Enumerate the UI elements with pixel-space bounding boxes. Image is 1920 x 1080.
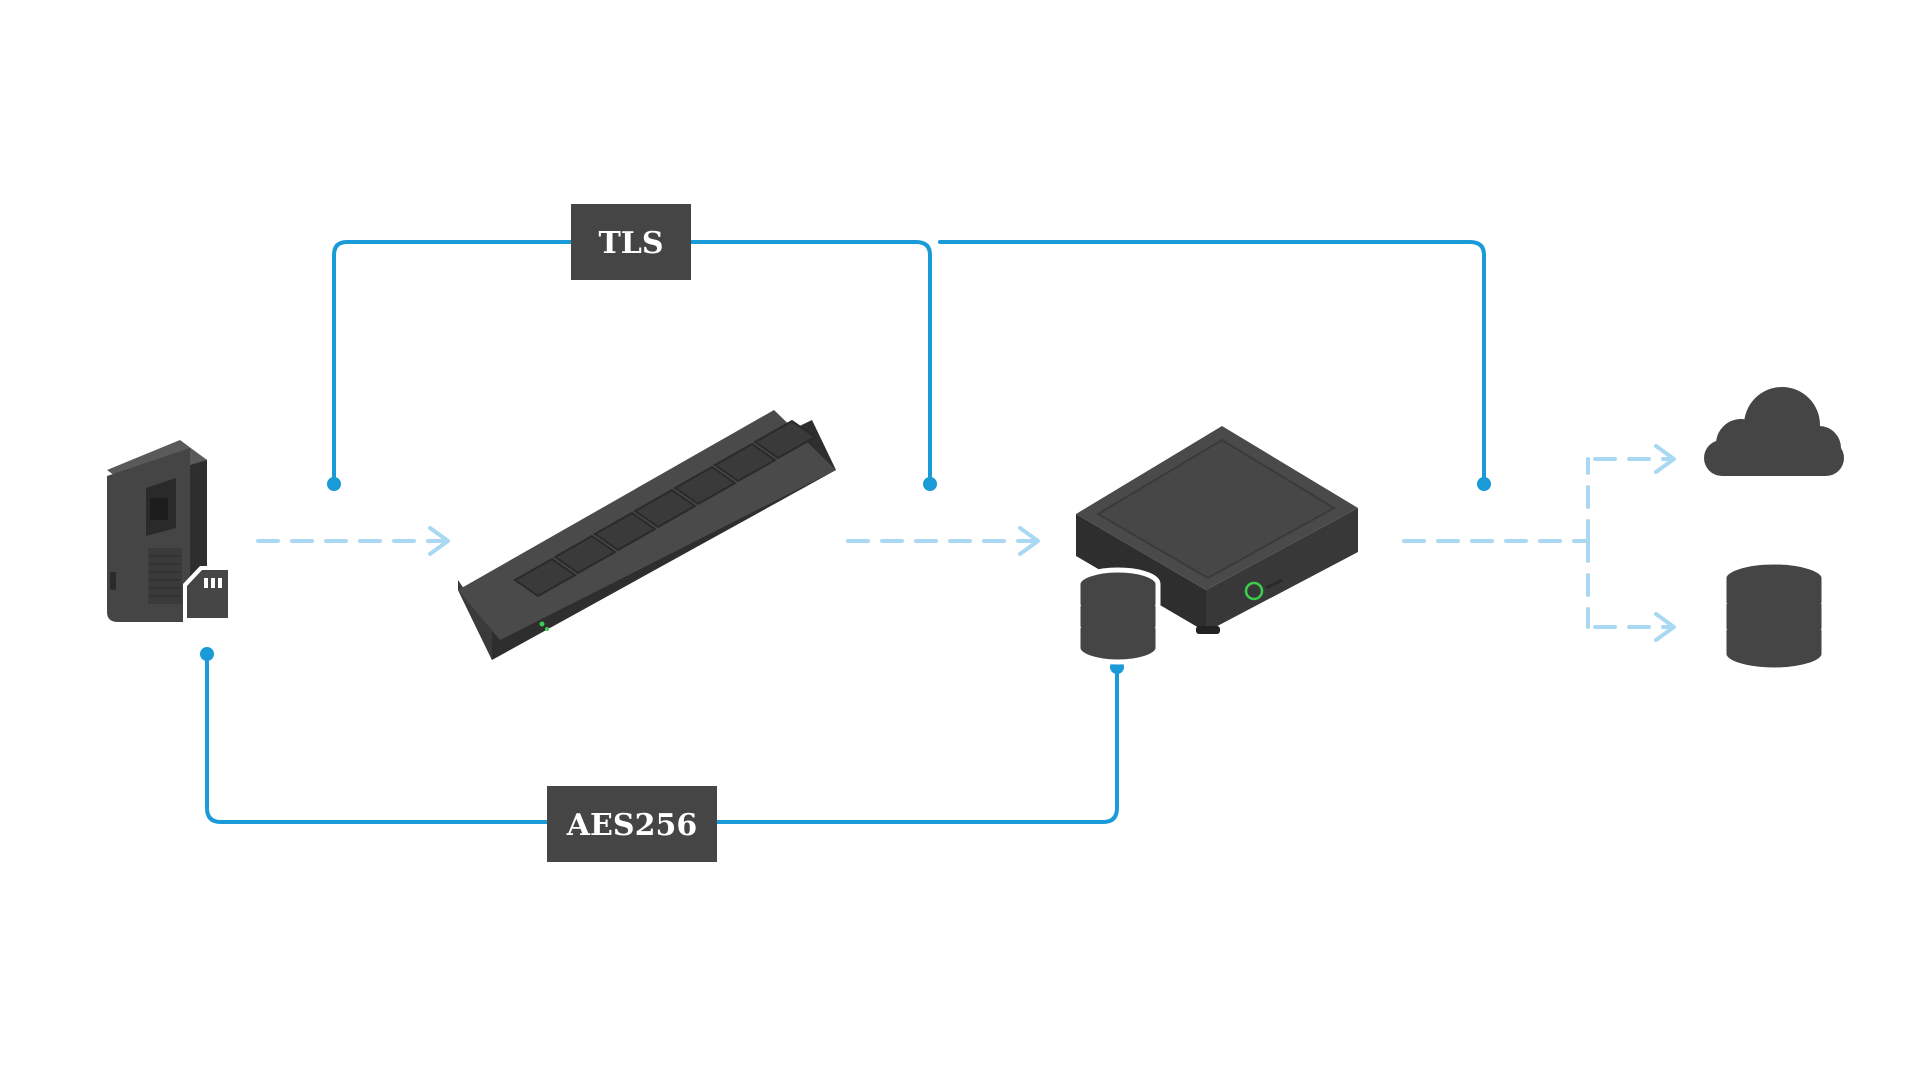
dock-slots [513, 419, 817, 598]
body-camera-icon [107, 440, 207, 622]
tls-endpoint-camera [327, 477, 341, 491]
cloud-icon [1704, 387, 1844, 476]
aes-label-box [547, 786, 717, 862]
local-storage-icon [1075, 567, 1161, 665]
flow-arrow-recorder-split [1402, 457, 1590, 629]
docking-station-icon [458, 410, 836, 660]
flow-arrow-to-cloud [1593, 444, 1676, 474]
aes-endpoints [200, 647, 1124, 674]
aes-label-text: AES256 [566, 808, 697, 843]
sd-card-icon [183, 566, 232, 622]
flow-arrow-camera-to-dock [256, 526, 450, 556]
storage-icon [1721, 559, 1827, 673]
flow-arrows [256, 444, 1676, 642]
flow-arrow-dock-to-recorder [846, 526, 1040, 556]
dock-status-led [539, 621, 545, 627]
tls-endpoints [327, 477, 1491, 491]
tls-endpoint-recorder [1477, 477, 1491, 491]
flow-arrow-to-storage [1593, 612, 1676, 642]
tls-line-dock-to-recorder [938, 240, 1486, 484]
tls-label: TLS [571, 204, 691, 280]
aes-endpoint-camera [200, 647, 214, 661]
aes-label: AES256 [547, 786, 717, 862]
recorder-power-led [1244, 581, 1264, 601]
tls-endpoint-dock [923, 477, 937, 491]
tls-connection [332, 240, 1486, 484]
tls-label-box [571, 204, 691, 280]
tls-label-text: TLS [598, 226, 663, 261]
